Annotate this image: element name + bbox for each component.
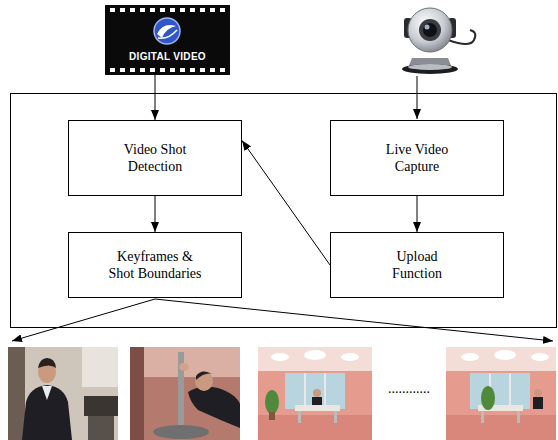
webcam-icon (402, 8, 475, 74)
flow-arrow (417, 196, 418, 232)
process-box: Keyframes & Shot Boundaries (68, 232, 242, 298)
flow-arrow (242, 141, 330, 265)
node-text: DIGITAL VIDEO (129, 51, 206, 64)
source-icon: DIGITAL VIDEO (105, 5, 230, 75)
keyframe-thumbnail (8, 347, 118, 440)
process-box: Upload Function (330, 232, 504, 298)
node-text: Live Video Capture (372, 141, 462, 176)
ellipsis-label: ............ (388, 381, 430, 397)
process-box: Live Video Capture (330, 120, 504, 196)
keyframe-thumbnail (258, 347, 372, 440)
node-text: Upload Function (372, 248, 462, 283)
process-box: Video Shot Detection (68, 120, 242, 196)
output-arrow (155, 299, 553, 341)
output-arrow (12, 299, 155, 341)
system-frame (11, 94, 557, 328)
flow-arrow (155, 75, 156, 120)
input-arrow (417, 76, 418, 119)
flow-arrow (155, 196, 156, 232)
node-text: Keyframes & Shot Boundaries (105, 248, 205, 283)
keyframe-thumbnail (130, 347, 240, 440)
node-text: Video Shot Detection (110, 141, 200, 176)
film-icon (105, 5, 230, 75)
keyframe-thumbnail (446, 347, 556, 440)
